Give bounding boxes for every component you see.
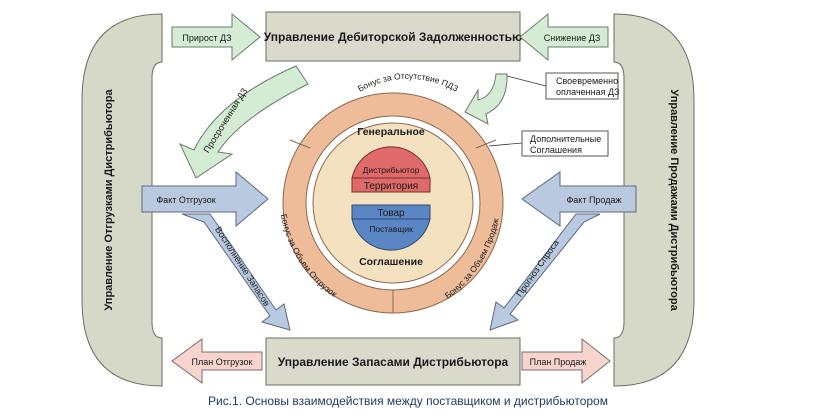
callout-timely (545, 72, 619, 100)
arrow-prosrochennaya (178, 65, 309, 179)
callout-additional-line2: Соглашения (530, 145, 582, 155)
arrow-snizhenie-label: Снижение ДЗ (544, 33, 601, 43)
arrow-fakt-otgruzok (141, 170, 269, 228)
distributor-cap (351, 146, 431, 193)
arrow-prognoz-label: Прогноз Спроса (514, 238, 561, 299)
arrow-prognoz (489, 213, 601, 331)
arrow-vospolnenie-label: Восполнение Запасов (213, 225, 272, 308)
core-supplier: Поставщик (369, 224, 413, 234)
core-distributor: Дистрибьютор (363, 165, 420, 175)
callout-additional (521, 130, 609, 157)
bottom-box-label: Управление Запасами Дистрибьютора (278, 355, 509, 369)
core-product: Товар (377, 208, 405, 219)
callout-timely-line1: Своевременно (556, 76, 618, 86)
core-general: Генеральное (357, 126, 425, 138)
inner-disc (312, 122, 474, 284)
left-arch (81, 13, 163, 387)
arrow-fakt-prodazh (521, 171, 637, 227)
figure-caption: Рис.1. Основы взаимодействия между поста… (208, 394, 608, 408)
arrow-plan-otgruzok (171, 338, 263, 384)
arrow-prirost-label: Прирост ДЗ (182, 33, 231, 43)
arrow-plan-prodazh (521, 337, 611, 385)
supplier-cap (351, 204, 431, 251)
top-box (265, 11, 521, 62)
arrow-fakt-prodazh-label: Факт Продаж (566, 195, 621, 205)
arrow-fakt-otgruzok-label: Факт Отгрузок (156, 195, 215, 205)
arrow-plan-prodazh-label: План Продаж (530, 357, 587, 367)
core-agreement: Соглашение (359, 256, 423, 268)
callout-timely-line2: оплаченная ДЗ (556, 87, 619, 97)
arrow-plan-otgruzok-label: План Отгрузок (192, 357, 253, 367)
top-box-label: Управление Дебиторской Задолженностью (264, 30, 523, 44)
bottom-box (265, 337, 521, 386)
left-arch-label: Управление Отгрузками Дистрибьютора (103, 89, 115, 311)
arrow-prirost (171, 12, 261, 62)
callout-additional-line1: Дополнительные (530, 134, 601, 144)
arrow-vospolnenie (181, 213, 291, 331)
right-arch-label: Управление Продажами Дистрибьютора (668, 89, 680, 311)
arrow-timely (464, 73, 508, 125)
core-territory: Территория (364, 181, 418, 192)
arrow-snizhenie (519, 12, 609, 62)
ring-label-bonus-pdz: Бонус за Отсутствие ПДЗ (356, 71, 460, 94)
svg-text:Бонус за Отсутствие ПДЗ: Бонус за Отсутствие ПДЗ (356, 71, 460, 94)
right-arch (613, 13, 695, 387)
